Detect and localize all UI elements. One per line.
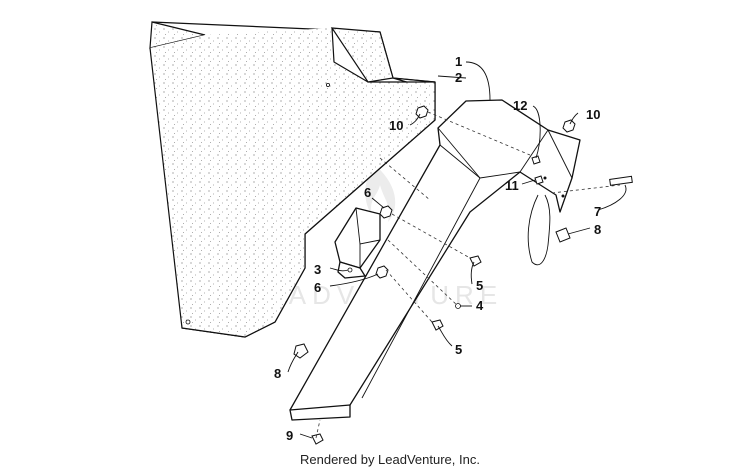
callout-10-left: 10 [389, 118, 403, 133]
callout-8-right: 8 [594, 222, 601, 237]
callout-8-left: 8 [274, 366, 281, 381]
callout-1: 1 [455, 54, 462, 69]
part-foam-pad [149, 21, 436, 338]
callout-11: 11 [505, 178, 519, 193]
callout-5-top: 5 [476, 278, 483, 293]
callout-5-bottom: 5 [455, 342, 462, 357]
callout-4: 4 [476, 298, 484, 313]
part-side-flap [527, 175, 633, 266]
footer-credit: Rendered by LeadVenture, Inc. [300, 452, 480, 467]
callout-6-top: 6 [364, 185, 371, 200]
callout-2: 2 [455, 70, 462, 85]
hardware [293, 105, 576, 445]
part-bracket [334, 207, 381, 279]
callout-leaders [287, 61, 627, 439]
callout-9: 9 [286, 428, 293, 443]
part-main-panel [289, 99, 581, 421]
callout-7: 7 [594, 204, 601, 219]
watermark-flame-icon [365, 165, 396, 222]
callout-3: 3 [314, 262, 321, 277]
callout-12: 12 [513, 98, 527, 113]
callout-6-bottom: 6 [314, 280, 321, 295]
callouts: 1 2 10 12 10 11 6 7 8 3 5 6 4 5 8 9 [274, 54, 601, 443]
callout-10-right: 10 [586, 107, 600, 122]
